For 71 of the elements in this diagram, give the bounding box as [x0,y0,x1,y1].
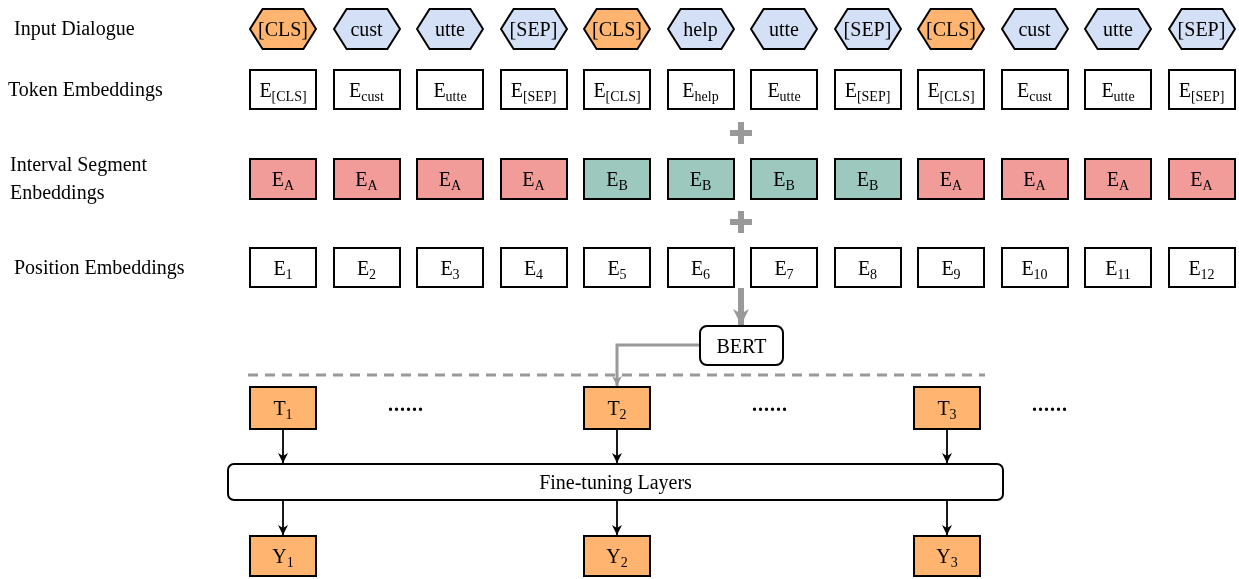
arrow [278,429,288,464]
token-embedding-box: E$_{[SEP]}$ [499,69,568,110]
row-label: Interval Segment Enbeddings [10,152,149,206]
token-hexagon: utte [416,8,484,50]
segment-embedding-box: E$_{A}$ [1000,158,1069,200]
segment-embedding-box: E$_{A}$ [416,158,484,200]
position-embedding-box: E$_{6}$ [666,247,735,288]
token-hexagon: cust [332,8,401,50]
output-token-box: T$_{2}$ [583,386,651,430]
ellipsis: ...... [752,392,788,417]
segment-embedding-box: E$_{B}$ [750,158,818,200]
token-hexagon: utte [750,8,818,50]
token-embedding-box: E$_{[SEP]}$ [833,69,902,110]
segment-embedding-box: E$_{A}$ [249,158,317,200]
position-embedding-box: E$_{2}$ [332,247,401,288]
arrow [612,429,622,464]
row-label: Token Embeddings [8,77,163,103]
output-token-box: T$_{1}$ [249,386,317,430]
token-embedding-box: E$_{utte}$ [416,69,484,110]
token-hexagon: [CLS] [917,8,985,50]
token-hexagon: utte [1084,8,1152,50]
arrow [733,288,749,325]
position-embedding-box: E$_{8}$ [833,247,902,288]
segment-embedding-box: E$_{A}$ [332,158,401,200]
segment-embedding-box: E$_{A}$ [499,158,568,200]
position-embedding-box: E$_{5}$ [583,247,651,288]
token-hexagon: [SEP] [833,8,902,50]
token-hexagon: [SEP] [499,8,568,50]
token-hexagon: [CLS] [583,8,651,50]
segment-embedding-box: E$_{B}$ [833,158,902,200]
position-embedding-box: E$_{12}$ [1167,247,1236,288]
segment-embedding-box: E$_{A}$ [1167,158,1236,200]
row-label: Position Embeddings [14,255,185,281]
token-hexagon: help [666,8,735,50]
segment-embedding-box: E$_{A}$ [917,158,985,200]
prediction-box: Y$_{2}$ [583,535,651,577]
token-hexagon: [SEP] [1167,8,1236,50]
token-hexagon: [CLS] [249,8,317,50]
position-embedding-box: E$_{7}$ [750,247,818,288]
token-embedding-box: E$_{[CLS]}$ [917,69,985,110]
token-embedding-box: E$_{[CLS]}$ [249,69,317,110]
arrow [278,500,288,536]
arrow [612,500,622,536]
position-embedding-box: E$_{10}$ [1000,247,1069,288]
token-embedding-box: E$_{utte}$ [1084,69,1152,110]
output-token-box: T$_{3}$ [913,386,981,430]
prediction-box: Y$_{3}$ [913,535,981,577]
arrow [942,500,952,536]
arrow [942,429,952,464]
segment-embedding-box: E$_{B}$ [583,158,651,200]
token-embedding-box: E$_{utte}$ [750,69,818,110]
ellipsis: ...... [388,392,424,417]
model-box: BERT [699,325,784,366]
token-embedding-box: E$_{cust}$ [332,69,401,110]
position-embedding-box: E$_{9}$ [917,247,985,288]
token-embedding-box: E$_{[CLS]}$ [583,69,651,110]
position-embedding-box: E$_{1}$ [249,247,317,288]
token-embedding-box: E$_{cust}$ [1000,69,1069,110]
position-embedding-box: E$_{4}$ [499,247,568,288]
layer-box: Fine-tuning Layers [227,463,1004,501]
position-embedding-box: E$_{3}$ [416,247,484,288]
segment-embedding-box: E$_{A}$ [1084,158,1152,200]
arrow [612,343,699,386]
position-embedding-box: E$_{11}$ [1084,247,1152,288]
segment-embedding-box: E$_{B}$ [666,158,735,200]
token-embedding-box: E$_{help}$ [666,69,735,110]
token-hexagon: cust [1000,8,1069,50]
ellipsis: ...... [1032,392,1068,417]
row-label: Input Dialogue [14,16,135,42]
prediction-box: Y$_{1}$ [249,535,317,577]
token-embedding-box: E$_{[SEP]}$ [1167,69,1236,110]
